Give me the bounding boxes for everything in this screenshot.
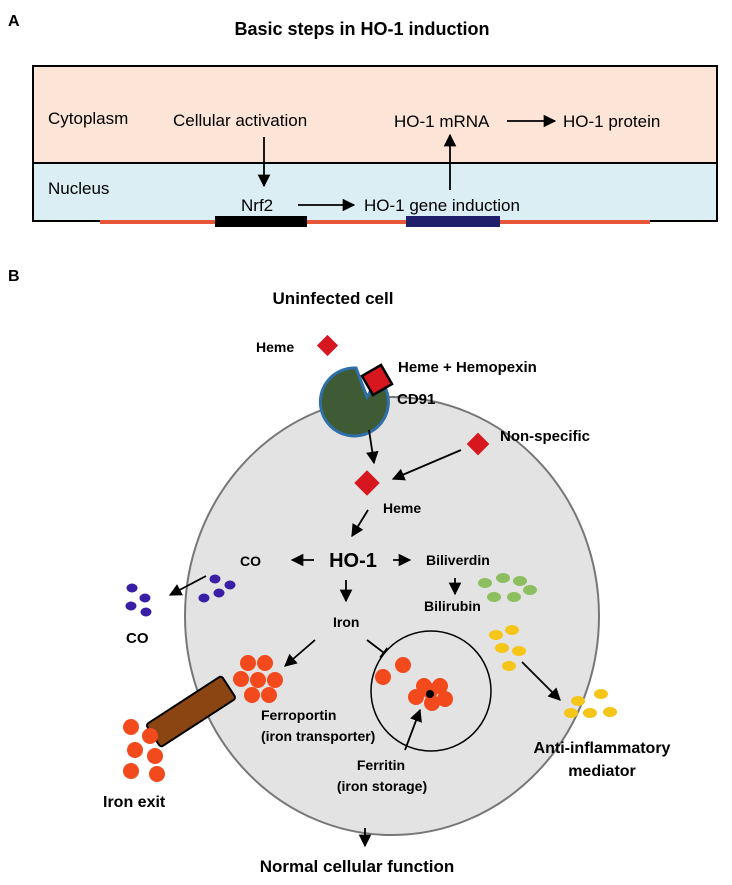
ferritin-center: [426, 690, 434, 698]
iron-free-1: [375, 669, 391, 685]
co-cluster-inside: [198, 574, 236, 603]
arrow-cd91-to-heme: [366, 429, 379, 465]
iron-label: Iron: [333, 614, 359, 630]
panel-a-letter: A: [8, 13, 20, 30]
heme-outside-diamond: [316, 334, 339, 357]
panel-b-title: Uninfected cell: [273, 289, 394, 308]
iron-exit-label: Iron exit: [103, 794, 166, 811]
ferritin-label-1: Ferritin: [357, 757, 405, 773]
arrow-nonspecific-to-heme: [391, 449, 462, 481]
co-inside-label: CO: [240, 553, 261, 569]
nucleus-region: [32, 162, 718, 222]
arrow-label-to-ferritin: [404, 708, 422, 751]
biliverdin-label: Biliverdin: [426, 552, 490, 568]
nrf2-label: Nrf2: [241, 196, 273, 215]
ferritin-core: [408, 678, 453, 711]
ho1-label: HO-1: [329, 550, 377, 572]
anti-inflammatory-label-2: mediator: [568, 763, 636, 780]
non-specific-label: Non-specific: [500, 428, 590, 445]
cd91-label: CD91: [397, 391, 435, 408]
biliverdin-cluster: [478, 573, 537, 602]
arrow-to-mediator: [521, 661, 561, 701]
protein-label: HO-1 protein: [563, 112, 660, 131]
ferroportin-label-1: Ferroportin: [261, 707, 336, 723]
arrow-co-exit: [168, 575, 207, 596]
dna-block-nrf2: [215, 216, 307, 227]
cytoplasm-label: Cytoplasm: [48, 109, 128, 128]
arrow-heme-to-ho1: [351, 509, 369, 538]
heme-inside-label: Heme: [383, 500, 421, 516]
nucleus-label: Nucleus: [48, 179, 109, 198]
anti-inflammatory-label-1: Anti-inflammatory: [534, 740, 671, 757]
iron-cluster-outside: [123, 719, 165, 782]
ferroportin-label-2: (iron transporter): [261, 728, 375, 744]
cytoplasm-region: [32, 65, 718, 164]
heme-hemopexin-square: [360, 363, 394, 397]
cellular-activation-label: Cellular activation: [173, 111, 307, 130]
gene-induction-label: HO-1 gene induction: [364, 196, 520, 215]
cell-body: [184, 396, 600, 836]
mrna-label: HO-1 mRNA: [394, 112, 490, 131]
heme-inside-diamond: [354, 470, 380, 496]
normal-function-label: Normal cellular function: [260, 857, 455, 876]
panel-a-title: Basic steps in HO-1 induction: [234, 19, 489, 39]
heme-nonspecific-diamond: [466, 432, 490, 456]
co-outside-label: CO: [126, 630, 149, 647]
bilirubin-label: Bilirubin: [424, 598, 481, 614]
heme-hemopexin-label: Heme + Hemopexin: [398, 359, 537, 376]
mediator-cluster: [564, 689, 617, 718]
co-cluster-outside: [125, 583, 152, 617]
ferritin-label-2: (iron storage): [337, 778, 427, 794]
iron-free-2: [395, 657, 411, 673]
iron-cluster-inside: [233, 655, 283, 703]
panel-b-letter: B: [8, 268, 20, 285]
cd91-receptor: [318, 366, 390, 438]
arrow-iron-to-ferroportin: [284, 639, 316, 667]
heme-outside-label: Heme: [256, 339, 294, 355]
dna-block-ho1: [406, 216, 500, 227]
bilirubin-cluster: [489, 625, 526, 671]
